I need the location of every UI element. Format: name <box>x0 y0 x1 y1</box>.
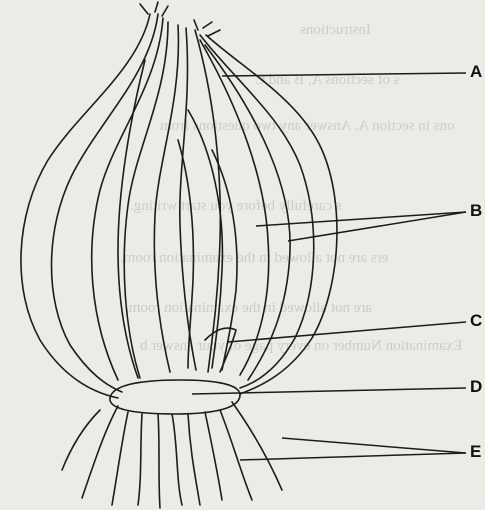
inner-scale-leaves <box>92 18 290 380</box>
label-a: A <box>470 62 482 82</box>
stem-disc <box>110 380 240 414</box>
label-b: B <box>470 201 482 221</box>
outer-scale-leaves <box>21 14 337 398</box>
neck-strands <box>140 2 220 36</box>
leader-lines <box>192 73 466 460</box>
adventitious-roots <box>62 402 282 508</box>
label-e: E <box>470 442 481 462</box>
label-d: D <box>470 377 482 397</box>
label-c: C <box>470 311 482 331</box>
